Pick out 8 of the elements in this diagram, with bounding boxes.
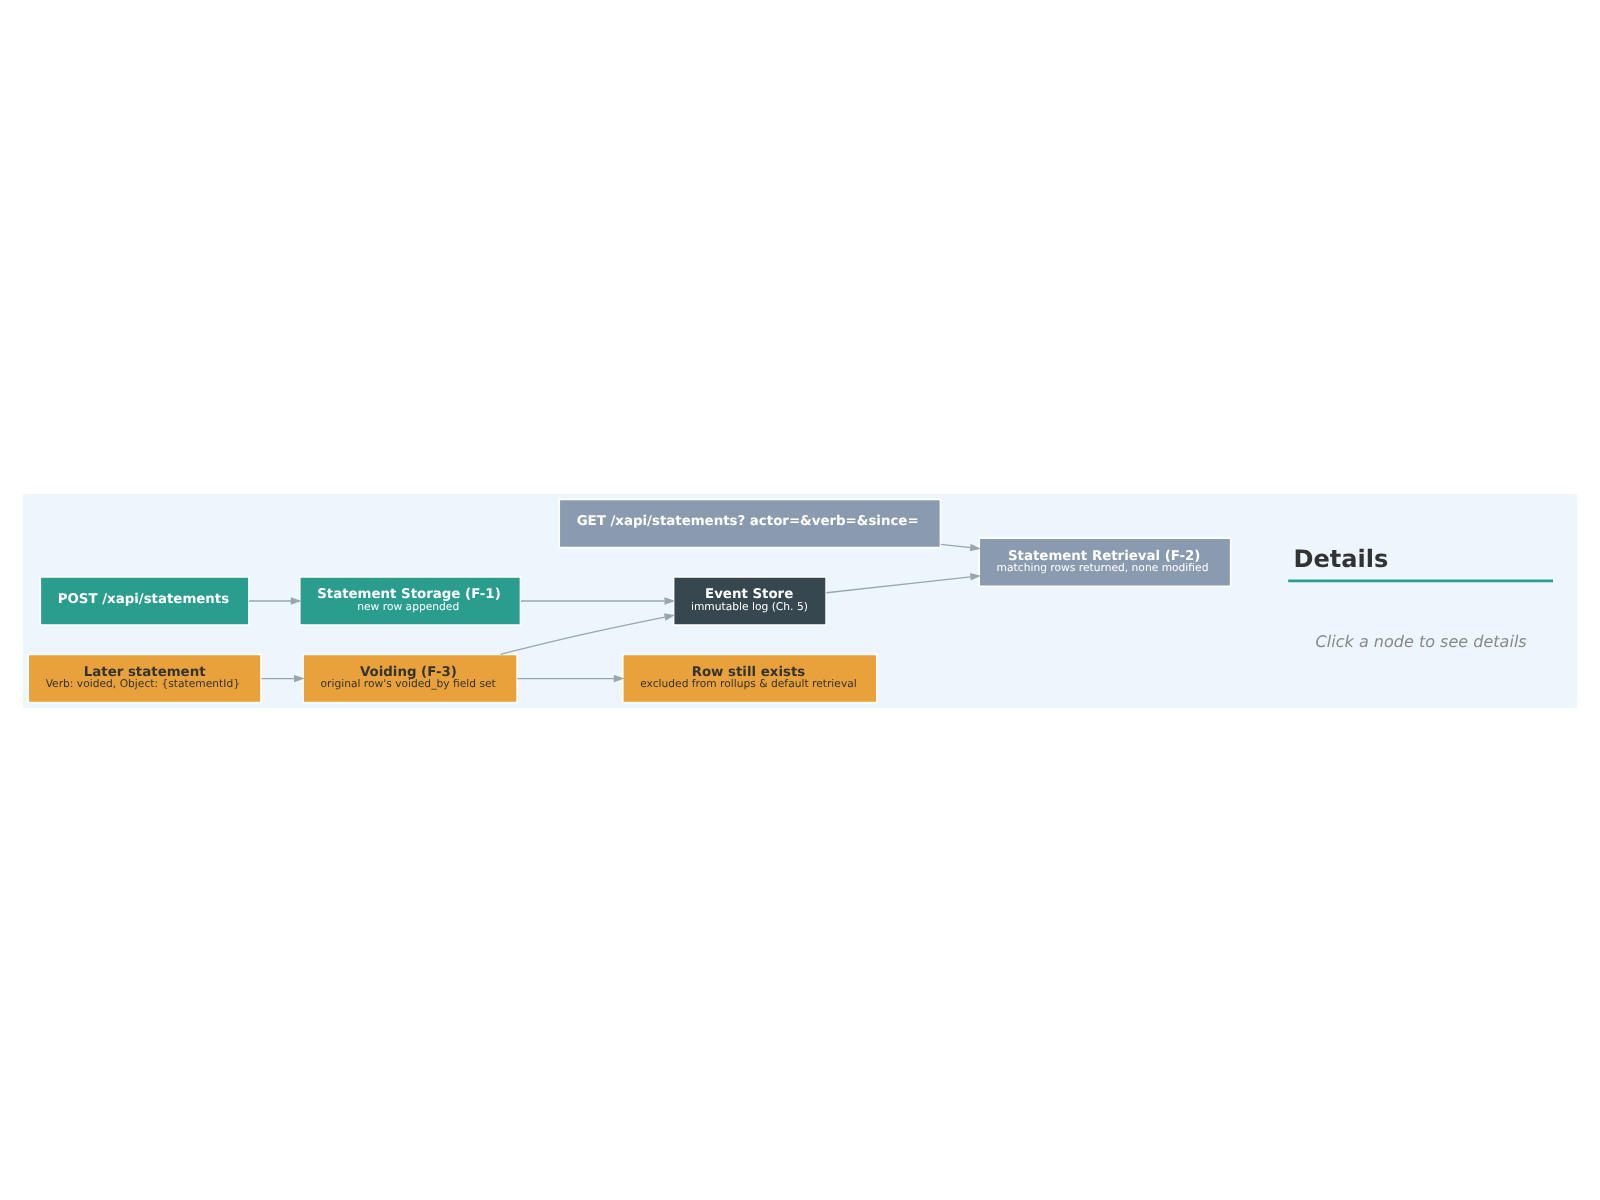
arrow <box>520 596 676 604</box>
arrow <box>248 596 302 604</box>
arrow <box>260 673 305 682</box>
arrow <box>940 542 981 551</box>
label: Details <box>1293 543 1389 572</box>
arrow <box>516 673 625 682</box>
arrow <box>825 572 981 593</box>
arrow <box>499 612 676 655</box>
